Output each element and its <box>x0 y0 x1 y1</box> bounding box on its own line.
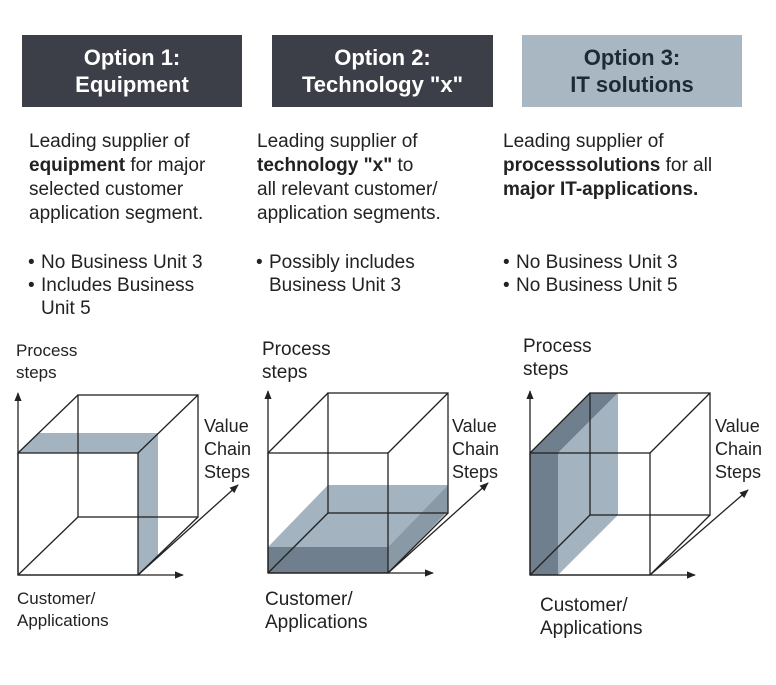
option-1-description: Leading supplier of equipment for major … <box>29 130 205 226</box>
cube-2-highlight-bottom-front <box>268 547 388 573</box>
cube-2-y-axis-label: Process steps <box>262 338 331 384</box>
option-3-header: Option 3: IT solutions <box>522 35 742 107</box>
cube-3-highlight-side <box>558 393 618 575</box>
option-1-desc-line2: equipment for major <box>29 154 205 178</box>
axis-label-line: Steps <box>715 462 762 482</box>
option-1-desc-line2-rest: for major <box>125 155 206 176</box>
option-1-title-line1: Option 1: <box>83 45 181 70</box>
axis-label-line: Process <box>262 339 331 360</box>
option-2-description: Leading supplier of technology "x" to al… <box>257 130 441 226</box>
option-2-title-line2: Technology "x" <box>301 72 464 97</box>
cube-3-z-axis-label: Value Chain Steps <box>715 415 762 484</box>
option-1-bullet: Includes Business Unit 5 <box>28 274 233 320</box>
option-2-desc-line1: Leading supplier of <box>257 131 418 152</box>
axis-label-line: Chain <box>204 439 252 459</box>
option-3-desc-line3-bold: major IT-applications. <box>503 179 699 200</box>
axis-label-line: steps <box>523 359 569 380</box>
axis-label-line: Customer/ <box>265 589 353 610</box>
axis-label-line: steps <box>262 362 308 383</box>
option-2-title-line1: Option 2: <box>334 45 431 70</box>
option-3-description: Leading supplier of processsolutions for… <box>503 130 712 202</box>
option-3-title-line1: Option 3: <box>583 45 681 70</box>
cube-3-z-axis-arrow <box>649 489 749 576</box>
option-1-header: Option 1: Equipment <box>22 35 242 107</box>
option-3-bullet: No Business Unit 5 <box>503 274 733 297</box>
option-2-bullets: Possibly includes Business Unit 3 <box>256 251 456 297</box>
option-2-desc-line2-rest: to <box>392 155 414 176</box>
option-3-bullets: No Business Unit 3 No Business Unit 5 <box>503 251 733 297</box>
option-2-desc-bold: technology "x" <box>257 155 393 176</box>
axis-label-line: steps <box>16 363 57 382</box>
axis-label-line: Applications <box>17 611 109 630</box>
cube-3-y-axis-label: Process steps <box>523 335 592 381</box>
cube-2 <box>264 390 489 577</box>
axis-label-line: Customer/ <box>17 589 96 608</box>
option-1-bullet: No Business Unit 3 <box>28 251 233 274</box>
option-3-desc-bold: processsolutions <box>503 155 661 176</box>
axis-label-line: Process <box>523 336 592 357</box>
cube-1-z-axis-label: Value Chain Steps <box>204 415 251 484</box>
axis-label-line: Chain <box>715 439 763 459</box>
option-2-desc-line2: technology "x" to <box>257 154 441 178</box>
axis-label-line: Value <box>715 416 760 436</box>
cube-3-x-axis-label: Customer/ Applications <box>540 594 642 640</box>
option-3-bullet: No Business Unit 3 <box>503 251 733 274</box>
axis-label-line: Value <box>452 416 497 436</box>
option-1-title-line2: Equipment <box>75 72 189 97</box>
option-1-desc-line1: Leading supplier of <box>29 131 190 152</box>
option-1-desc-line3: selected customer <box>29 179 184 200</box>
axis-label-line: Steps <box>452 462 499 482</box>
option-2-header: Option 2: Technology "x" <box>272 35 493 107</box>
cube-2-z-axis-label: Value Chain Steps <box>452 415 499 484</box>
axis-label-line: Process <box>16 341 78 360</box>
option-3-desc-line2: processsolutions for all <box>503 154 712 178</box>
option-3-title-line2: IT solutions <box>570 72 694 97</box>
axis-label-line: Applications <box>540 618 643 639</box>
option-1-bullets: No Business Unit 3 Includes Business Uni… <box>28 251 233 320</box>
cube-1-x-axis-label: Customer/ Applications <box>17 588 109 632</box>
axis-label-line: Applications <box>265 612 368 633</box>
option-2-desc-line4: application segments. <box>257 203 441 224</box>
cube-1-y-axis-label: Process steps <box>16 340 77 384</box>
axis-label-line: Customer/ <box>540 595 628 616</box>
cube-2-z-axis-arrow <box>387 482 489 574</box>
axis-label-line: Steps <box>204 462 251 482</box>
option-3-desc-line2-rest: for all <box>660 155 713 176</box>
cube-3 <box>526 390 749 579</box>
option-3-desc-line3: major IT-applications. <box>503 178 712 202</box>
cube-1-highlight-side <box>138 433 158 575</box>
option-2-bullet: Possibly includes Business Unit 3 <box>256 251 456 297</box>
option-1-desc-bold: equipment <box>29 155 126 176</box>
cube-1-highlight-top <box>18 433 158 453</box>
option-3-desc-line1: Leading supplier of <box>503 131 664 152</box>
axis-label-line: Chain <box>452 439 500 459</box>
option-2-desc-line3: all relevant customer/ <box>257 179 438 200</box>
cube-3-highlight-top <box>530 393 618 453</box>
cube-1-z-axis-arrow <box>137 484 239 576</box>
cube-2-x-axis-label: Customer/ Applications <box>265 588 367 634</box>
cube-1 <box>14 392 239 579</box>
cube-2-highlight-bottom-side <box>388 485 448 573</box>
axis-label-line: Value <box>204 416 249 436</box>
option-1-desc-line4: application segment. <box>29 203 204 224</box>
cube-3-highlight-front <box>530 453 558 575</box>
